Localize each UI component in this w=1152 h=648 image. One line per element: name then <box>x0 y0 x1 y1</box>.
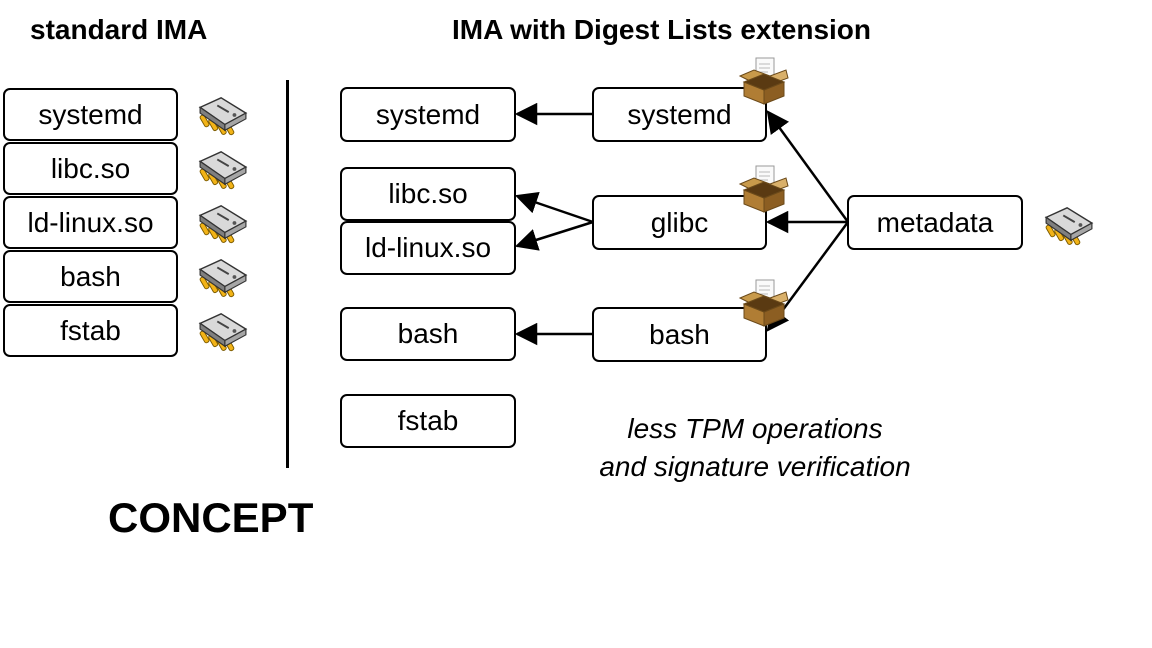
right-file-fstab: fstab <box>340 394 516 448</box>
arrow-metadata-to-systemd <box>766 110 850 223</box>
digest-lists-heading: IMA with Digest Lists extension <box>452 14 872 45</box>
arrow-glibc-to-libc <box>514 191 594 224</box>
left-file-bash: bash <box>3 250 178 303</box>
left-file-ld-linux: ld-linux.so <box>3 196 178 249</box>
standard-ima-heading: standard IMA <box>30 14 208 45</box>
metadata-box: metadata <box>847 195 1023 250</box>
note-line-2: and signature verification <box>599 451 911 482</box>
right-file-bash: bash <box>340 307 516 361</box>
right-file-libc: libc.so <box>340 167 516 221</box>
arrow-glibc-to-ld-linux <box>514 220 594 251</box>
benefit-note: less TPM operations and signature verifi… <box>560 410 950 486</box>
package-glibc: glibc <box>592 195 767 250</box>
concept-label: CONCEPT <box>108 494 314 541</box>
right-file-systemd: systemd <box>340 87 516 142</box>
left-file-fstab: fstab <box>3 304 178 357</box>
package-bash: bash <box>592 307 767 362</box>
left-file-libc: libc.so <box>3 142 178 195</box>
package-box-icon <box>736 164 790 214</box>
package-box-icon <box>736 56 790 106</box>
column-divider <box>286 80 289 468</box>
package-systemd: systemd <box>592 87 767 142</box>
left-file-systemd: systemd <box>3 88 178 141</box>
chip-icon <box>1042 204 1096 246</box>
right-file-ld-linux: ld-linux.so <box>340 221 516 275</box>
note-line-1: less TPM operations <box>627 413 883 444</box>
package-box-icon <box>736 278 790 328</box>
